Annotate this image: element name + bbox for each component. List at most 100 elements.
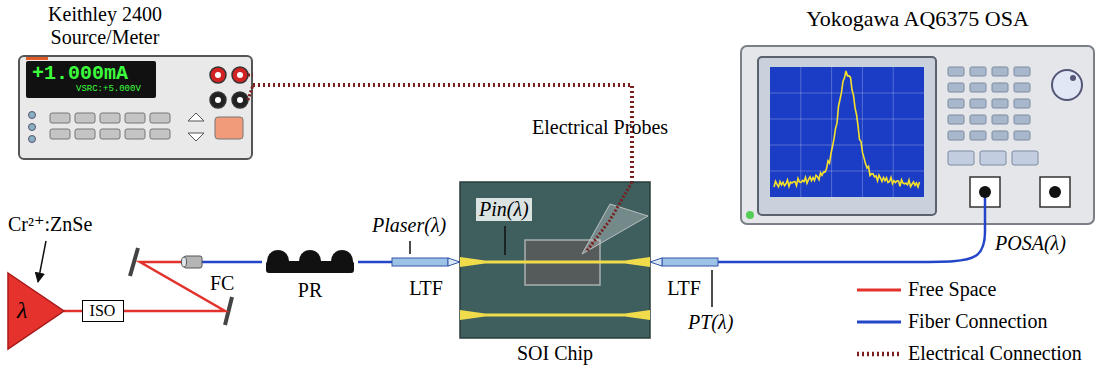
panel-button: [992, 67, 1008, 76]
panel-button: [948, 131, 964, 140]
material-label: Cr²⁺:ZnSe: [8, 213, 92, 236]
legend-entry: Free Space: [855, 278, 1100, 302]
indicator-dot: [29, 112, 36, 119]
signal-name: PT(λ): [688, 311, 733, 334]
panel-button: [970, 99, 986, 108]
spectrum-analyzer: Yokogawa AQ6375 OSA: [740, 45, 1095, 225]
instrument-title: Yokogawa AQ6375 OSA: [740, 6, 1095, 31]
output-button: [215, 117, 243, 139]
panel-button: [992, 131, 1008, 140]
free-space-beam: [124, 262, 225, 311]
panel-button: [1014, 131, 1030, 140]
grid-line: [770, 145, 924, 146]
front-button: [125, 129, 145, 139]
indicator-dot: [29, 136, 36, 143]
waveguide: [460, 257, 650, 267]
grid-line: [893, 67, 894, 197]
panel-button: [992, 83, 1008, 92]
panel-button: [1014, 99, 1030, 108]
front-button: [50, 113, 70, 123]
legend-entry: Fiber Connection: [855, 310, 1100, 334]
legend-line: [857, 321, 901, 324]
front-button: [75, 113, 95, 123]
panel-button: [970, 131, 986, 140]
osa-body: [741, 46, 1094, 224]
front-button: [50, 129, 70, 139]
legend-line-sample: [855, 342, 903, 366]
display-reading: VSRC:+5.000V: [76, 85, 141, 95]
polarization-paddle: [267, 250, 289, 272]
legend-line-sample: [855, 310, 903, 334]
panel-button: [948, 83, 964, 92]
legend-line: [857, 352, 901, 357]
lensed-fiber: [650, 258, 718, 266]
panel-button: [970, 115, 986, 124]
front-button: [100, 129, 120, 139]
fiber-tip: [650, 258, 662, 266]
signal-name: POSA(λ): [995, 232, 1066, 255]
lensed-fiber-art: [392, 255, 460, 269]
panel-button: [948, 67, 964, 76]
port-hole: [979, 186, 991, 198]
output-port: [1040, 177, 1070, 207]
probe-wire: [586, 182, 632, 252]
part-name: ISO: [90, 302, 116, 320]
fiber-ferrule: [662, 258, 718, 266]
rotary-knob: [1052, 70, 1082, 100]
chip-substrate: [460, 182, 650, 338]
legend-line-sample: [855, 278, 903, 302]
signal-name: Pin(λ): [476, 198, 532, 221]
panel-button: [948, 115, 964, 124]
fiber-connection: [202, 261, 262, 264]
terminal-hole: [215, 97, 221, 103]
legend-entry: Electrical Connection: [855, 342, 1100, 366]
terminal-hole: [237, 72, 243, 78]
lensed-fiber: LTF: [650, 255, 718, 269]
part-name: SOI Chip: [517, 342, 593, 365]
indicator-dot: [29, 124, 36, 131]
terminal-jack: [232, 92, 248, 108]
mirror: [130, 248, 138, 276]
knob-mark: [1070, 75, 1076, 81]
fiber-collimator: FC: [182, 256, 202, 268]
laser-source: λ: [8, 273, 64, 349]
free-space-beam: [64, 310, 82, 313]
source-meter: Keithley 2400 Source/Meter+1.000mAVSRC:+…: [18, 55, 253, 160]
grid-line: [770, 171, 924, 172]
panel-button: [970, 67, 986, 76]
signal-name: Plaser(λ): [372, 214, 446, 237]
instrument-title: Keithley 2400 Source/Meter: [15, 3, 195, 49]
screen-bezel: [758, 57, 936, 215]
legend-line: [857, 289, 901, 292]
waveguide: [460, 310, 650, 320]
fiber-connection: [718, 225, 985, 262]
part-name: PR: [298, 279, 322, 302]
panel-button: [1014, 115, 1030, 124]
leader-arrow: [38, 241, 46, 282]
part-name: FC: [210, 272, 234, 295]
terminal-hole: [237, 97, 243, 103]
electrical-connection: [253, 85, 632, 182]
fiber-connection: [358, 261, 392, 264]
polarization-controller: PR: [262, 251, 358, 273]
panel-button: [970, 83, 986, 92]
display-reading: +1.000mA: [32, 63, 128, 85]
legend-text: Free Space: [908, 278, 996, 301]
grid-line: [800, 67, 801, 197]
wavelength-symbol: λ: [17, 297, 27, 325]
fiber-ferrule: [392, 258, 448, 266]
lensed-fiber: [392, 258, 460, 266]
spectrum-analyzer-art: [740, 45, 1095, 225]
terminal-jack: [210, 92, 226, 108]
polarization-paddle: [331, 250, 353, 272]
part-name: LTF: [667, 277, 701, 300]
instrument-body: [19, 56, 252, 159]
legend-text: Electrical Connection: [908, 342, 1082, 365]
brand-strip: [26, 57, 48, 60]
lcd-display: [26, 61, 156, 98]
panel-key: [980, 151, 1006, 165]
grid-line: [862, 67, 863, 197]
panel-button: [992, 99, 1008, 108]
panel-button: [1014, 67, 1030, 76]
